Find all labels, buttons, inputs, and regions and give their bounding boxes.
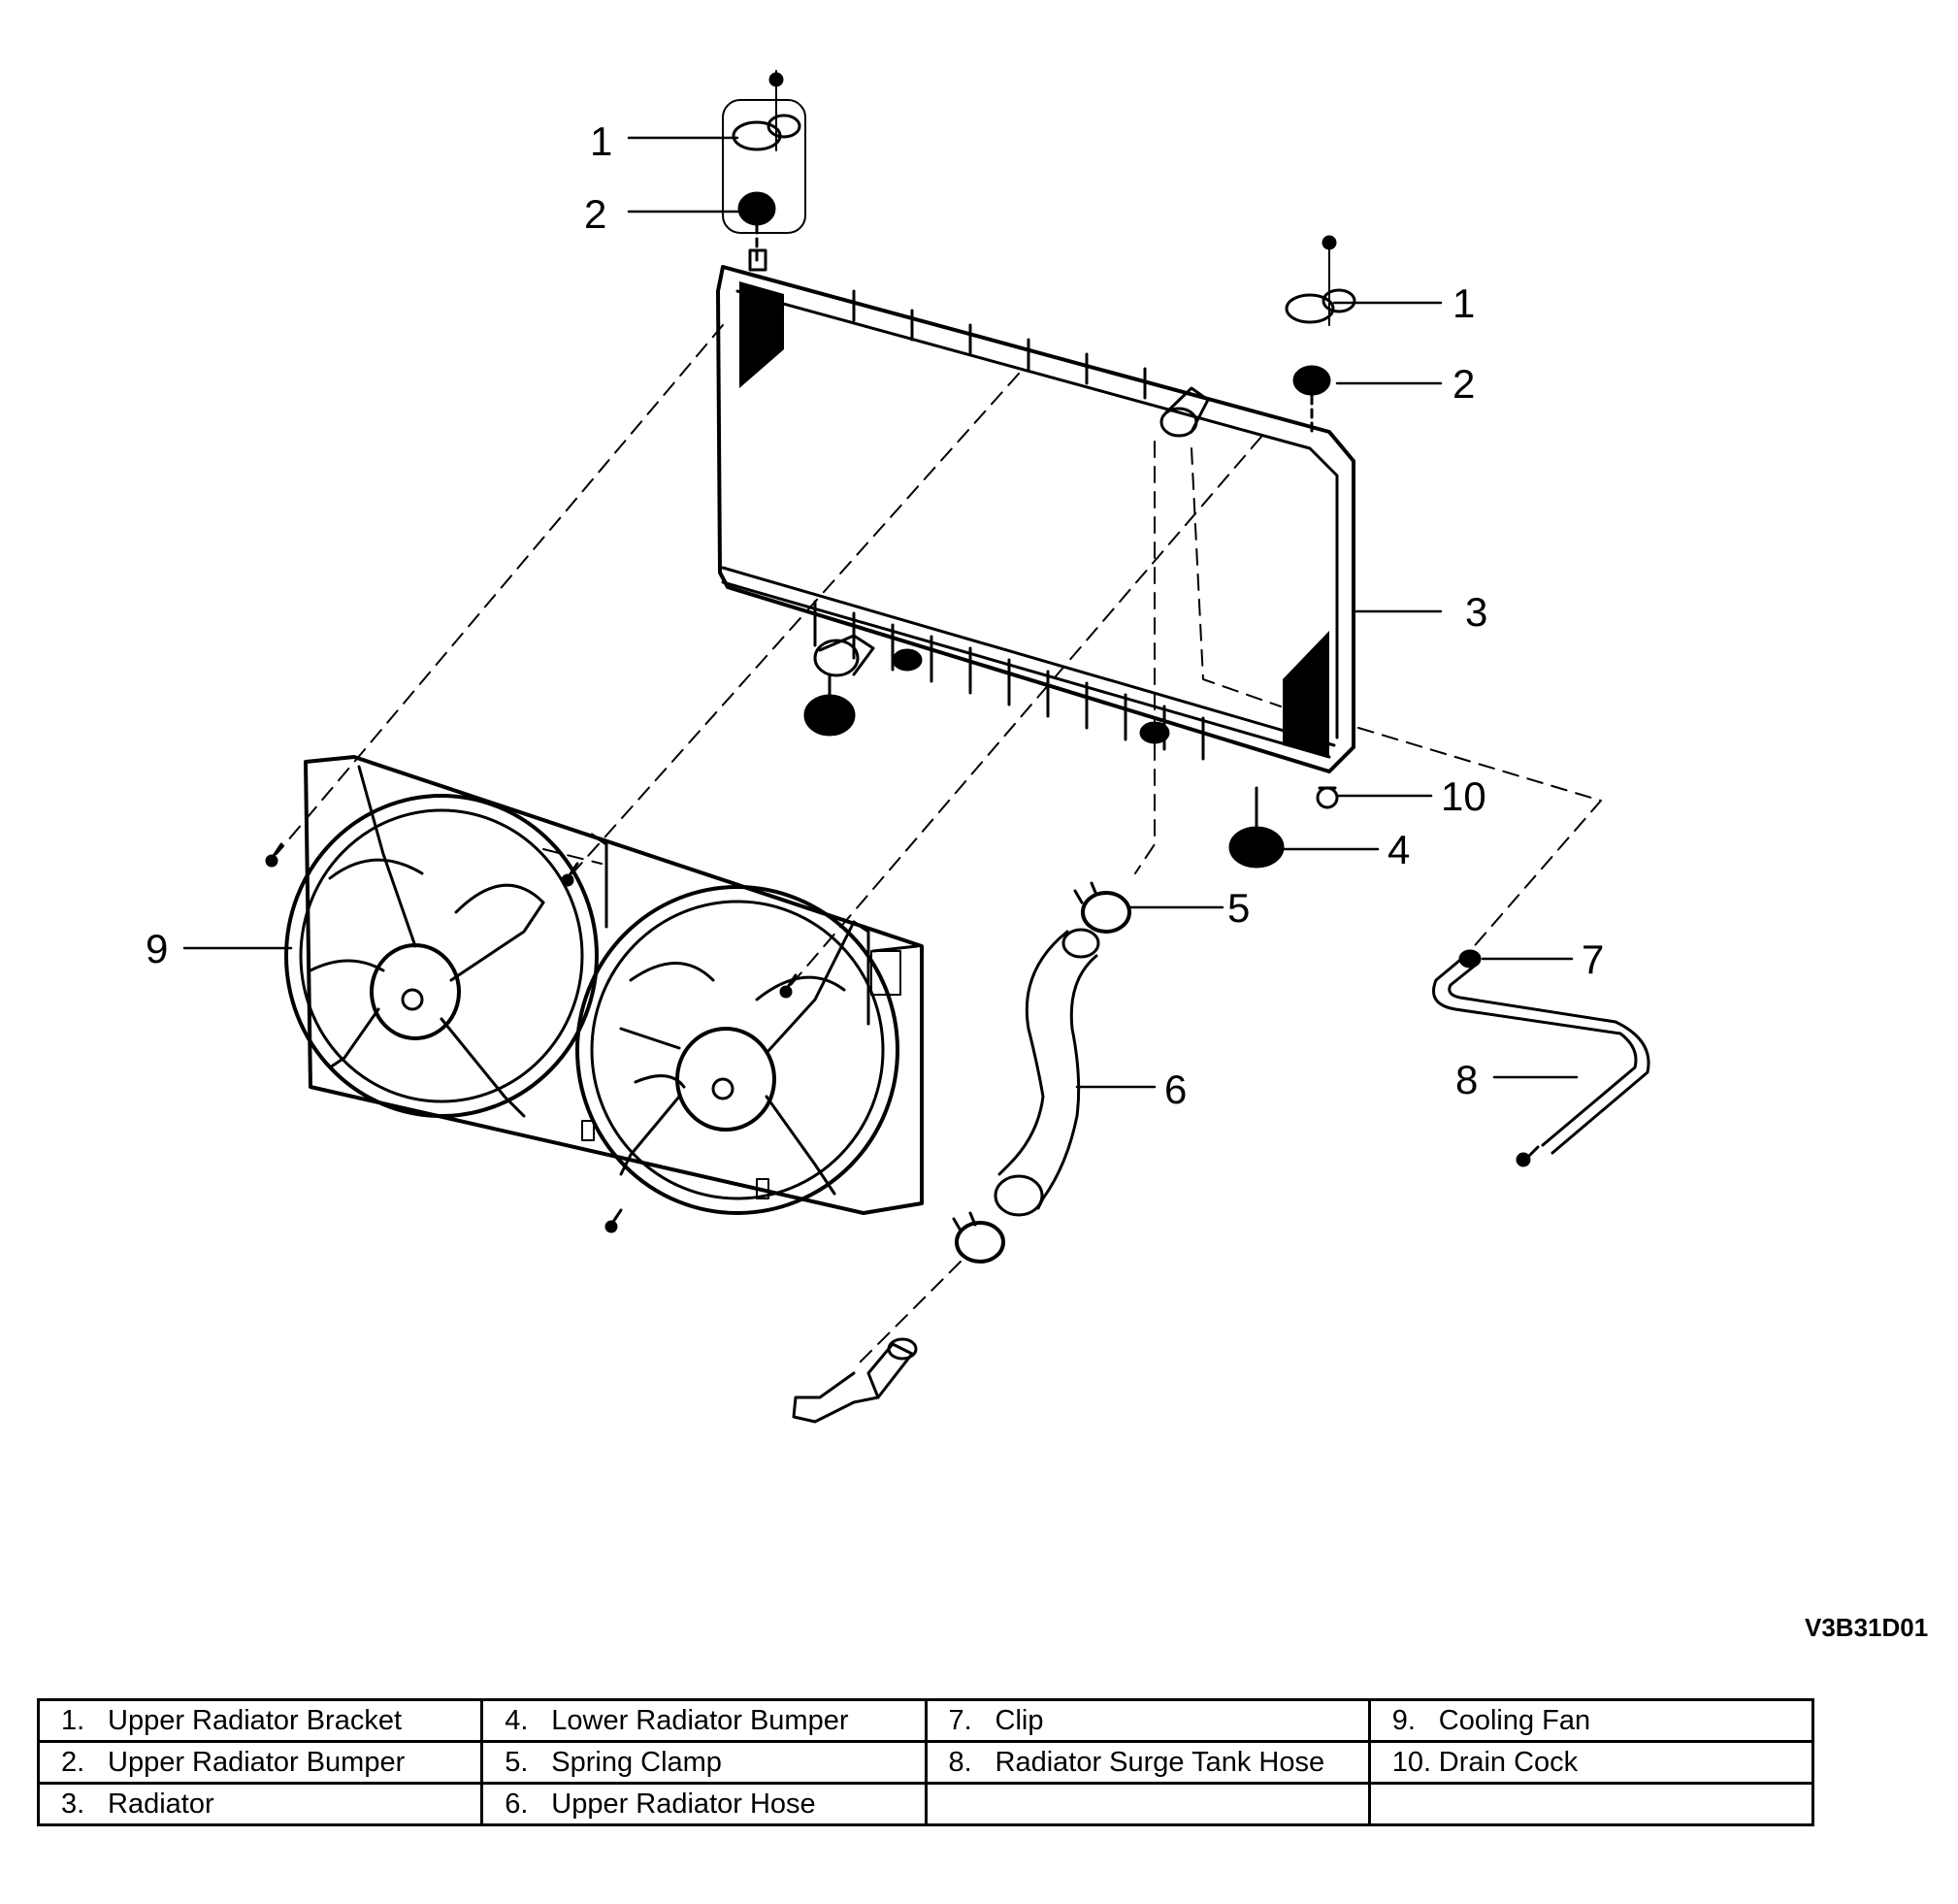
legend-row: 3. Radiator 6. Upper Radiator Hose xyxy=(36,1782,1815,1826)
legend-cell: 10.Drain Cock xyxy=(1367,1740,1815,1785)
parts-legend-table: 1. Upper Radiator Bracket 4. Lower Radiato… xyxy=(36,1698,1815,1826)
callout-1-left: 1 xyxy=(590,118,612,164)
radiator-core-right xyxy=(1283,631,1329,757)
legend-cell xyxy=(924,1782,1371,1826)
legend-row: 2. Upper Radiator Bumper 5. Spring Clamp 8… xyxy=(36,1740,1815,1785)
callout-7: 7 xyxy=(1582,936,1604,982)
legend-number: 4. xyxy=(505,1704,529,1736)
callout-3: 3 xyxy=(1465,589,1487,635)
spring-clamp-lower xyxy=(952,1211,1005,1264)
legend-number: 2. xyxy=(61,1746,85,1778)
legend-number: 10. xyxy=(1391,1746,1432,1778)
legend-cell: 4. Lower Radiator Bumper xyxy=(480,1698,928,1743)
upper-bracket-right xyxy=(1285,235,1356,326)
legend-cell xyxy=(1367,1782,1815,1826)
callout-9: 9 xyxy=(146,926,168,971)
legend-cell: 1. Upper Radiator Bracket xyxy=(36,1698,484,1743)
legend-number: 8. xyxy=(948,1746,972,1778)
legend-label: Spring Clamp xyxy=(551,1746,722,1778)
thermostat-housing xyxy=(792,1337,918,1424)
legend-number: 9. xyxy=(1391,1704,1416,1736)
legend-label: Upper Radiator Bracket xyxy=(108,1704,403,1736)
upper-bumper-right xyxy=(1292,365,1331,437)
legend-label: Drain Cock xyxy=(1438,1746,1579,1778)
legend-label: Lower Radiator Bumper xyxy=(551,1704,849,1736)
radiator xyxy=(716,248,1355,809)
legend-cell: 9. Cooling Fan xyxy=(1367,1698,1815,1743)
callout-2-left: 2 xyxy=(584,191,606,237)
leader-lines xyxy=(182,136,1579,1089)
spring-clamp-upper xyxy=(1073,881,1131,934)
radiator-surge-tank-hose xyxy=(1432,954,1650,1167)
callout-10: 10 xyxy=(1441,773,1486,819)
callout-1-right: 1 xyxy=(1452,280,1475,326)
legend-cell: 5. Spring Clamp xyxy=(480,1740,928,1785)
legend-cell: 3. Radiator xyxy=(36,1782,484,1826)
lower-bumper-left xyxy=(803,673,856,737)
upper-radiator-hose xyxy=(994,928,1100,1217)
legend-label: Clip xyxy=(995,1704,1044,1736)
callout-2-right: 2 xyxy=(1452,361,1475,407)
legend-cell: 8. Radiator Surge Tank Hose xyxy=(924,1740,1371,1785)
upper-bumper-left xyxy=(737,191,776,266)
callout-6: 6 xyxy=(1164,1067,1187,1112)
legend-cell: 2. Upper Radiator Bumper xyxy=(36,1740,484,1785)
legend-label: Upper Radiator Bumper xyxy=(108,1746,406,1778)
shroud-screws xyxy=(265,842,798,1233)
legend-number: 3. xyxy=(61,1788,85,1820)
drain-cock xyxy=(1316,786,1339,809)
callout-4: 4 xyxy=(1387,827,1410,872)
legend-cell: 6. Upper Radiator Hose xyxy=(480,1782,928,1826)
legend-number: 5. xyxy=(505,1746,529,1778)
exploded-view-diagram: 1 2 1 2 3 10 4 5 7 9 6 8 xyxy=(146,70,1650,1424)
legend-number: 6. xyxy=(505,1788,529,1820)
alignment-lines xyxy=(276,324,1602,1369)
cooling-fan-assembly xyxy=(284,755,924,1215)
callout-8: 8 xyxy=(1455,1057,1478,1102)
legend-cell: 7. Clip xyxy=(924,1698,1371,1743)
callouts: 1 2 1 2 3 10 4 5 7 9 6 8 xyxy=(146,118,1604,1112)
clip xyxy=(1458,949,1482,968)
legend-label: Radiator Surge Tank Hose xyxy=(995,1746,1325,1778)
legend-label: Radiator xyxy=(108,1788,214,1820)
figure-code: V3B31D01 xyxy=(1805,1613,1929,1642)
legend-row: 1. Upper Radiator Bracket 4. Lower Radiato… xyxy=(36,1698,1815,1743)
callout-5: 5 xyxy=(1227,885,1250,931)
legend-number: 7. xyxy=(948,1704,972,1736)
upper-bracket-left xyxy=(722,70,806,234)
lower-bumper-right xyxy=(1228,786,1285,869)
legend-label: Upper Radiator Hose xyxy=(551,1788,816,1820)
legend-label: Cooling Fan xyxy=(1438,1704,1591,1736)
legend-number: 1. xyxy=(61,1704,85,1736)
radiator-core-left xyxy=(739,281,784,388)
